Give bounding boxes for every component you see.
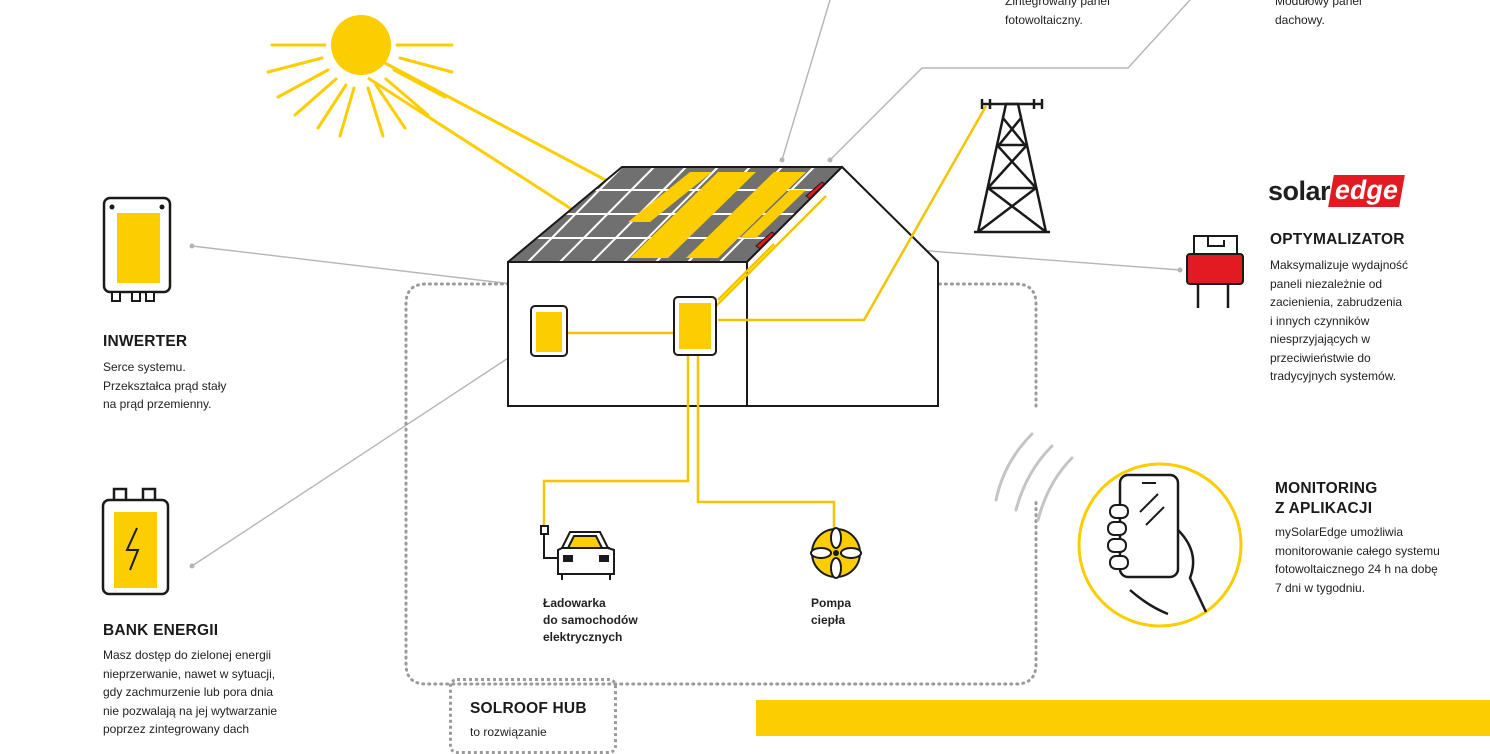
heat-pump-icon (810, 527, 862, 579)
leader-lines (191, 0, 1191, 567)
inverter-description: Serce systemu. Przekształca prąd stały n… (103, 360, 227, 411)
house (507, 165, 939, 407)
integrated-panel-callout: Zintegrowany panel fotowoltaiczny. (1005, 0, 1110, 27)
modular-panel-callout: Modułowy panel dachowy. (1275, 0, 1362, 27)
solroof-hub-title: SOLROOF HUB (470, 700, 587, 717)
solroof-hub-description: to rozwiązanie (470, 725, 547, 739)
power-pylon-icon (974, 99, 1050, 234)
wireless-signal-icon (994, 432, 1074, 522)
inverter-title: INWERTER (103, 333, 188, 350)
yellow-banner (756, 700, 1490, 736)
sun-icon (266, 15, 454, 138)
wiring (542, 105, 988, 528)
inverter-unit-indoor (673, 296, 717, 356)
solaredge-logo: solar edge (1268, 174, 1405, 208)
phone-app-icon (1077, 462, 1243, 628)
optimizer-description: Maksymalizuje wydajność paneli niezależn… (1270, 258, 1409, 383)
monitoring-title-line2: Z APLIKACJI (1275, 500, 1373, 517)
battery-description: Masz dostęp do zielonej energii nieprzer… (103, 648, 278, 736)
monitoring-description: mySolarEdge umożliwia monitorowanie całe… (1275, 525, 1440, 595)
solar-system-diagram (101, 0, 1244, 686)
logo-text-edge: edge (1328, 175, 1405, 207)
battery-unit-indoor (530, 305, 568, 357)
battery-icon (101, 487, 170, 596)
optimizer-title: OPTYMALIZATOR (1270, 231, 1405, 248)
logo-text-solar: solar (1268, 175, 1331, 206)
ev-charger-label: Ładowarka do samochodów elektrycznych (543, 596, 638, 644)
solroof-hub-outline (404, 282, 1038, 686)
battery-title: BANK ENERGII (103, 622, 219, 639)
heat-pump-label: Pompa ciepła (811, 596, 852, 627)
integrated-solar-panels (628, 172, 806, 258)
optimizer-icon (1186, 235, 1244, 308)
inverter-icon (102, 196, 172, 302)
ev-charger-icon (540, 525, 615, 580)
monitoring-title-line1: MONITORING (1275, 480, 1378, 497)
